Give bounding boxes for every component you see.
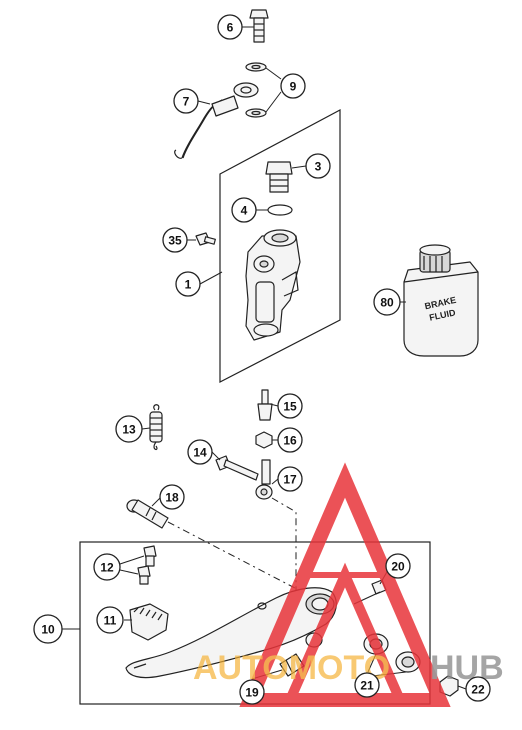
callout-21: 21 (354, 672, 380, 698)
clevis-bolt-part (215, 455, 259, 481)
brake-hose-part (174, 82, 259, 159)
callout-80-number: 80 (380, 296, 394, 310)
lock-nut-part (255, 431, 273, 449)
alignment-line (271, 497, 297, 590)
callout-22-number: 22 (471, 683, 485, 697)
callout-18: 18 (159, 484, 185, 510)
callout-14: 14 (187, 439, 213, 465)
leader-line-22 (457, 685, 467, 690)
callout-4-number: 4 (241, 204, 248, 218)
callout-16-number: 16 (283, 434, 297, 448)
clevis-part (255, 459, 273, 500)
leader-line-7 (197, 100, 211, 105)
leader-line-15 (269, 403, 279, 407)
callout-20: 20 (385, 553, 411, 579)
leader-line-12b (119, 569, 139, 575)
callout-6: 6 (217, 14, 243, 40)
callout-17: 17 (277, 466, 303, 492)
callout-35-number: 35 (168, 234, 182, 248)
callout-14-number: 14 (193, 446, 207, 460)
leader-line-17 (271, 478, 279, 485)
brake-fluid-bottle-part: BRAKE FLUID (403, 244, 479, 357)
callout-9: 9 (280, 73, 306, 99)
callout-22: 22 (465, 676, 491, 702)
callout-15-number: 15 (283, 400, 297, 414)
callout-6-number: 6 (227, 21, 234, 35)
small-screw-part (195, 232, 216, 246)
sealing-washer-part (245, 62, 267, 118)
callout-12-number: 12 (100, 561, 114, 575)
leader-line-12a (119, 555, 145, 565)
callout-4: 4 (231, 197, 257, 223)
leader-line-9a (265, 67, 282, 80)
callout-80: 80 (373, 288, 401, 316)
leader-line-18 (151, 497, 161, 507)
leader-line-14 (211, 451, 221, 461)
callout-19: 19 (239, 679, 265, 705)
master-cylinder-frame (219, 109, 341, 383)
callout-17-number: 17 (283, 473, 297, 487)
push-rod-part (257, 389, 273, 421)
watermark-text-hub: HUB (430, 649, 504, 687)
callout-7: 7 (173, 88, 199, 114)
callout-10: 10 (33, 614, 63, 644)
callout-13-number: 13 (122, 423, 136, 437)
leader-line-1 (199, 271, 223, 285)
callout-13: 13 (115, 415, 143, 443)
callout-15: 15 (277, 393, 303, 419)
callout-20-number: 20 (391, 560, 405, 574)
callout-7-number: 7 (183, 95, 190, 109)
callout-18-number: 18 (165, 491, 179, 505)
callout-16: 16 (277, 427, 303, 453)
leader-line-21a (367, 653, 377, 673)
pedal-screws-part (137, 545, 157, 585)
callout-1: 1 (175, 271, 201, 297)
callout-3-number: 3 (315, 160, 322, 174)
callout-10-number: 10 (41, 623, 55, 637)
o-ring-part (267, 204, 293, 216)
callout-11: 11 (96, 606, 124, 634)
pivot-bolt-part (126, 499, 169, 529)
leader-line-3 (291, 165, 307, 169)
callout-19-number: 19 (245, 686, 259, 700)
callout-12: 12 (93, 553, 121, 581)
leader-line-13 (141, 427, 151, 430)
hose-connector-part (265, 161, 293, 193)
pedal-tip-part (129, 603, 169, 641)
master-cylinder-part (245, 229, 301, 341)
leader-line-9b (265, 91, 282, 113)
callout-9-number: 9 (290, 80, 297, 94)
return-spring-part (149, 404, 163, 451)
callout-21-number: 21 (360, 679, 374, 693)
callout-3: 3 (305, 153, 331, 179)
callout-35: 35 (162, 227, 188, 253)
banjo-bolt-part (249, 9, 269, 43)
callout-11-number: 11 (104, 614, 117, 628)
watermark-logo: AUTOMOTO HUB (193, 462, 504, 707)
callout-1-number: 1 (185, 278, 192, 292)
